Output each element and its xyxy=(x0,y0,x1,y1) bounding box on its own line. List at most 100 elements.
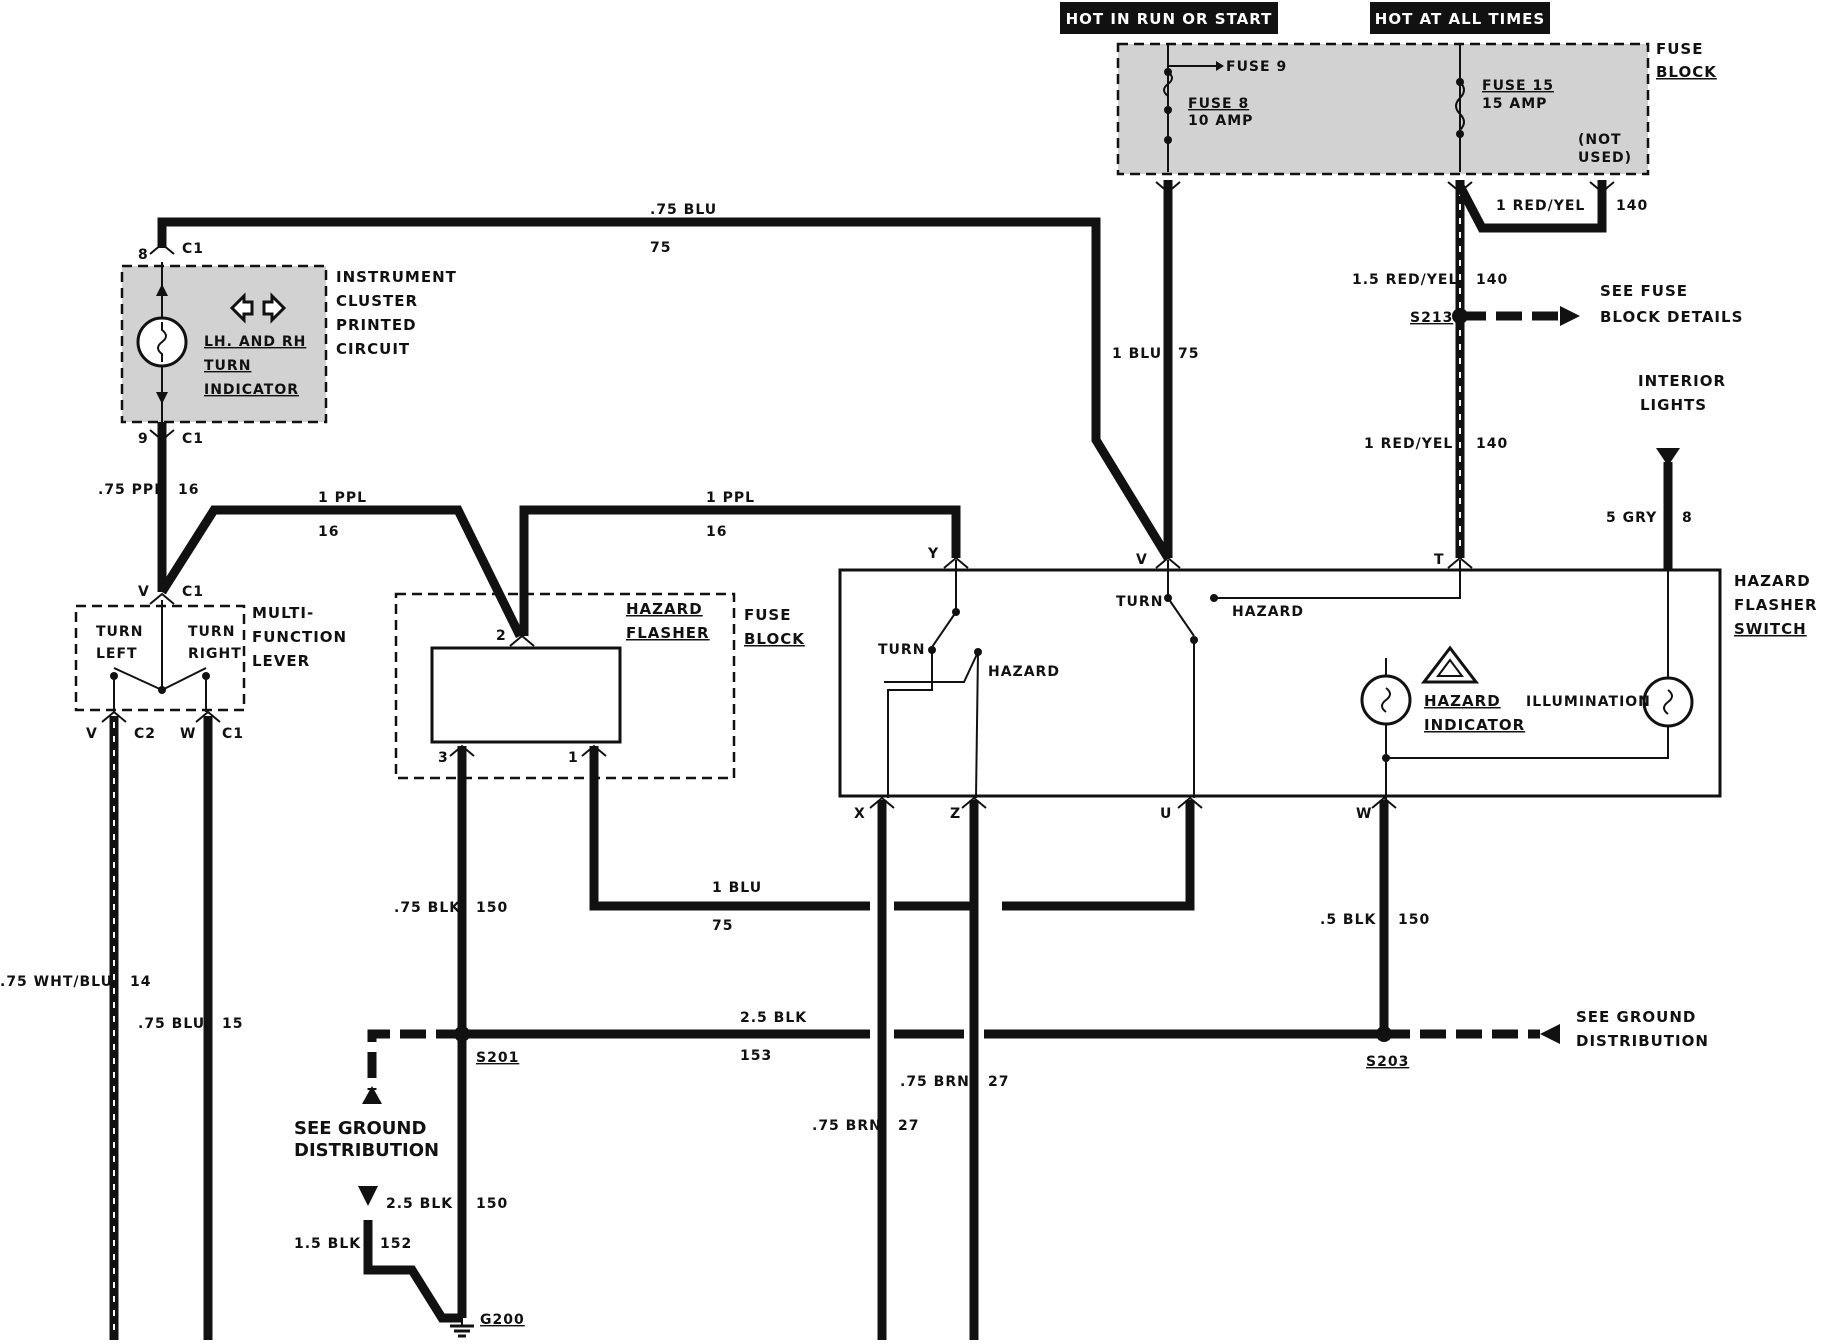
svg-text:150: 150 xyxy=(1398,912,1430,928)
svg-text:150: 150 xyxy=(476,900,508,916)
svg-text:W: W xyxy=(180,726,196,742)
svg-text:153: 153 xyxy=(740,1048,772,1064)
hazard-flasher-title: HAZARD xyxy=(626,600,703,618)
fuse-8-label: FUSE 8 xyxy=(1188,96,1249,112)
svg-text:C1: C1 xyxy=(182,584,204,600)
splices: S213 S201 S203 xyxy=(454,308,1468,1070)
svg-text:FLASHER: FLASHER xyxy=(626,624,710,642)
svg-text:140: 140 xyxy=(1476,272,1508,288)
svg-text:C2: C2 xyxy=(134,726,156,742)
svg-text:2.5 BLK: 2.5 BLK xyxy=(740,1010,807,1026)
instrument-cluster-title: INSTRUMENT xyxy=(336,268,457,286)
svg-text:.75 BRN: .75 BRN xyxy=(812,1118,882,1134)
svg-text:INDICATOR: INDICATOR xyxy=(204,382,299,398)
svg-text:BLOCK DETAILS: BLOCK DETAILS xyxy=(1600,308,1743,326)
ground-g200: G200 xyxy=(450,1312,524,1338)
interior-lights-label: INTERIOR xyxy=(1638,372,1726,390)
svg-text:8: 8 xyxy=(138,247,149,263)
wire-1-ppl-b xyxy=(519,505,961,636)
see-ground-distribution-left: SEE GROUND xyxy=(294,1118,426,1139)
multifunction-title: MULTI- xyxy=(252,604,314,622)
svg-text:1 BLU: 1 BLU xyxy=(1112,346,1162,362)
hot-at-all-times-header: HOT AT ALL TIMES xyxy=(1370,2,1550,34)
svg-text:1.5 RED/YEL: 1.5 RED/YEL xyxy=(1352,272,1458,288)
svg-text:.75 BLU: .75 BLU xyxy=(138,1016,205,1032)
svg-text:HAZARD: HAZARD xyxy=(988,664,1060,680)
svg-text:(NOT: (NOT xyxy=(1578,132,1622,148)
svg-text:9: 9 xyxy=(138,431,149,447)
wire-ground-g200 xyxy=(363,1220,462,1323)
svg-text:1 RED/YEL: 1 RED/YEL xyxy=(1364,436,1453,452)
svg-text:HOT AT ALL TIMES: HOT AT ALL TIMES xyxy=(1375,10,1545,28)
svg-text:BLOCK: BLOCK xyxy=(744,630,805,648)
svg-text:8: 8 xyxy=(1682,510,1693,526)
svg-text:5 GRY: 5 GRY xyxy=(1606,510,1657,526)
svg-text:Y: Y xyxy=(927,546,939,562)
see-fuse-block-details: SEE FUSE xyxy=(1600,282,1688,300)
fuse-block-title: FUSE xyxy=(1656,40,1703,58)
svg-text:75: 75 xyxy=(1178,346,1199,362)
svg-text:16: 16 xyxy=(178,482,199,498)
svg-text:2.5 BLK: 2.5 BLK xyxy=(386,1196,453,1212)
svg-text:W: W xyxy=(1356,806,1372,822)
hazard-flasher: HAZARD FLASHER FUSE BLOCK 2 3 1 xyxy=(394,592,805,780)
svg-text:V: V xyxy=(1136,552,1148,568)
wire-labels: .75 BLU 75 1 BLU 75 1 RED/YEL 140 1.5 RE… xyxy=(0,198,1693,1252)
svg-text:CIRCUIT: CIRCUIT xyxy=(336,340,410,358)
fuse-9-label: FUSE 9 xyxy=(1226,59,1287,75)
svg-text:C1: C1 xyxy=(182,241,204,257)
svg-text:1 PPL: 1 PPL xyxy=(706,490,755,506)
svg-text:S203: S203 xyxy=(1366,1054,1409,1070)
svg-text:C1: C1 xyxy=(222,726,244,742)
svg-text:15 AMP: 15 AMP xyxy=(1482,96,1547,112)
svg-text:LEVER: LEVER xyxy=(252,652,310,670)
svg-text:14: 14 xyxy=(130,974,151,990)
svg-text:FUNCTION: FUNCTION xyxy=(252,628,347,646)
wire-75-blu-top xyxy=(157,217,1172,561)
svg-text:HOT IN RUN OR START: HOT IN RUN OR START xyxy=(1066,10,1273,28)
svg-text:2: 2 xyxy=(496,628,507,644)
svg-text:.75 BLK: .75 BLK xyxy=(394,900,461,916)
svg-text:DISTRIBUTION: DISTRIBUTION xyxy=(294,1140,439,1161)
svg-text:USED): USED) xyxy=(1578,150,1632,166)
svg-text:V: V xyxy=(138,584,150,600)
svg-text:U: U xyxy=(1160,806,1172,822)
illumination-label: ILLUMINATION xyxy=(1526,694,1651,710)
fuse-block-top: FUSE 9 FUSE 8 10 AMP FUSE 15 15 AMP (NOT… xyxy=(1116,40,1716,176)
svg-text:V: V xyxy=(86,726,98,742)
hot-in-run-or-start-header: HOT IN RUN OR START xyxy=(1060,2,1278,34)
multi-function-lever: TURN LEFT TURN RIGHT MULTI- FUNCTION LEV… xyxy=(74,584,347,742)
svg-text:16: 16 xyxy=(706,524,727,540)
svg-text:TURN: TURN xyxy=(1116,594,1163,610)
svg-text:TURN: TURN xyxy=(878,642,925,658)
svg-text:140: 140 xyxy=(1476,436,1508,452)
svg-text:PRINTED: PRINTED xyxy=(336,316,417,334)
turn-indicator-label: LH. AND RH xyxy=(204,334,306,350)
instrument-cluster: LH. AND RH TURN INDICATOR INSTRUMENT CLU… xyxy=(120,241,457,447)
svg-text:15: 15 xyxy=(222,1016,243,1032)
wire-1-red-yel-notused xyxy=(1456,180,1607,233)
svg-text:10 AMP: 10 AMP xyxy=(1188,113,1253,129)
svg-text:HAZARD: HAZARD xyxy=(1232,604,1304,620)
splice-s201 xyxy=(454,1026,470,1042)
connector-ticks xyxy=(101,181,1615,809)
svg-text:TURN: TURN xyxy=(188,624,235,640)
fuse-15-label: FUSE 15 xyxy=(1482,78,1554,94)
svg-text:DISTRIBUTION: DISTRIBUTION xyxy=(1576,1032,1709,1050)
svg-text:.5 BLK: .5 BLK xyxy=(1320,912,1377,928)
svg-text:SWITCH: SWITCH xyxy=(1734,620,1807,638)
hazard-switch-title: HAZARD xyxy=(1734,572,1811,590)
svg-text:S201: S201 xyxy=(476,1050,519,1066)
svg-text:.75 BRN: .75 BRN xyxy=(900,1074,970,1090)
svg-text:RIGHT: RIGHT xyxy=(188,646,242,662)
svg-text:.75 BLU: .75 BLU xyxy=(650,202,717,218)
wires xyxy=(109,180,1673,1340)
svg-text:TURN: TURN xyxy=(204,358,251,374)
svg-text:LIGHTS: LIGHTS xyxy=(1640,396,1707,414)
svg-text:Z: Z xyxy=(950,806,961,822)
svg-text:INDICATOR: INDICATOR xyxy=(1424,716,1525,734)
svg-text:152: 152 xyxy=(380,1236,412,1252)
wire-1-ppl-a xyxy=(158,505,525,638)
wire-1-blu-u xyxy=(589,746,870,911)
svg-text:X: X xyxy=(854,806,866,822)
